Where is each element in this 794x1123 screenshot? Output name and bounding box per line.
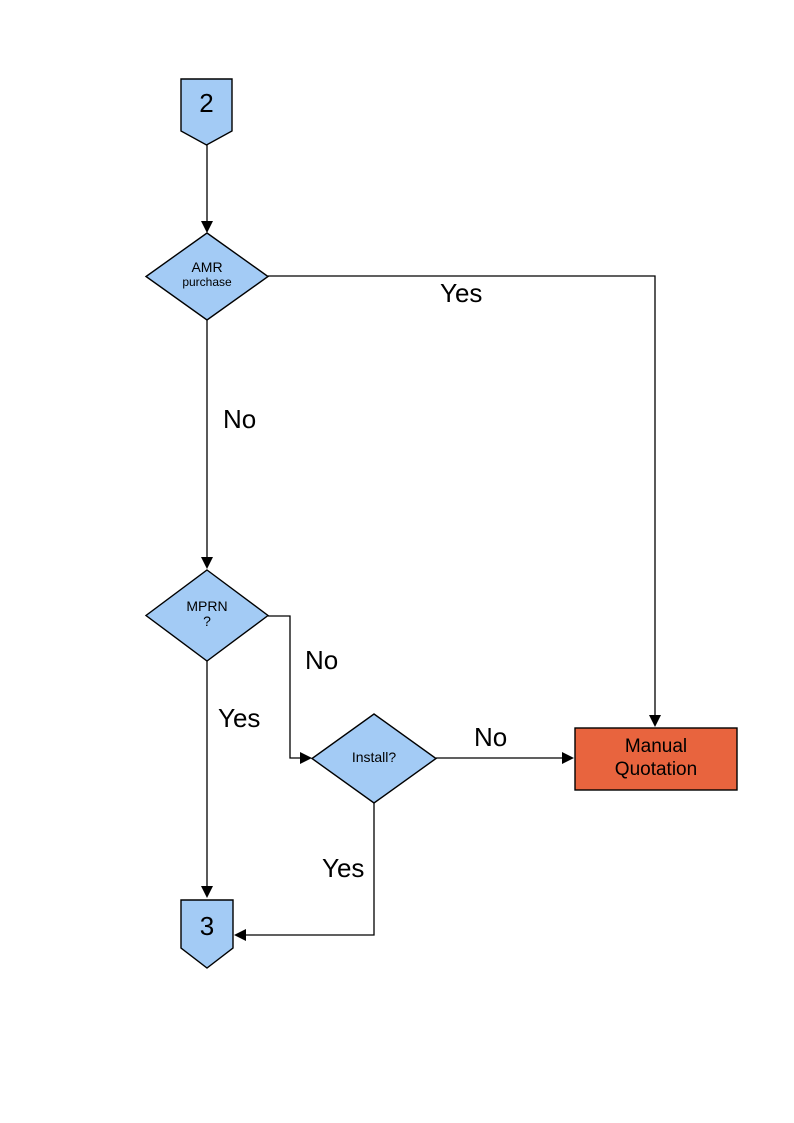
install-decision-label: Install? bbox=[351, 749, 397, 765]
edge-label-install-yes: Yes bbox=[322, 853, 365, 883]
edge-label-amr-yes: Yes bbox=[440, 278, 483, 308]
amr-purchase-decision-shape bbox=[144, 232, 270, 321]
edge-label-mprn-no: No bbox=[305, 645, 339, 675]
off-page-connector-2-shape bbox=[180, 78, 233, 146]
connector-2-label: 2 bbox=[199, 88, 214, 118]
arrowhead-install-left bbox=[300, 752, 312, 764]
edge-label-mprn-yes: Yes bbox=[218, 703, 261, 733]
manual-quotation-box bbox=[574, 727, 738, 791]
amr-decision-label: AMR purchase bbox=[146, 260, 268, 288]
connector-3-label: 3 bbox=[199, 911, 215, 941]
arrowhead-amr-top bbox=[201, 221, 213, 233]
manual-quotation-label-wrap: Manual Quotation bbox=[575, 728, 737, 790]
off-page-connector-3-shape bbox=[180, 899, 234, 969]
arrowhead-3-top bbox=[201, 886, 213, 898]
install-decision-shape bbox=[310, 713, 438, 804]
edge-label-amr-no: No bbox=[223, 404, 257, 434]
mprn-decision-label: MPRN ? bbox=[146, 599, 268, 628]
mprn-decision-shape bbox=[144, 569, 270, 662]
arrowhead-manual-left bbox=[562, 752, 574, 764]
arrowhead-3-right bbox=[234, 929, 246, 941]
amr-decision-label-line1: AMR bbox=[191, 259, 223, 275]
arrowhead-mprn-top bbox=[201, 557, 213, 569]
mprn-decision-label-line1: MPRN bbox=[186, 598, 228, 614]
edge-mprn-no bbox=[268, 615, 302, 759]
mprn-decision-label-line2: ? bbox=[203, 612, 211, 629]
edge-amr-yes bbox=[268, 275, 656, 717]
arrowhead-manual-top bbox=[649, 715, 661, 727]
amr-decision-label-line2: purchase bbox=[182, 274, 232, 289]
manual-quotation-label: Manual Quotation bbox=[614, 736, 698, 780]
edge-install-yes bbox=[245, 803, 375, 936]
edge-label-install-no: No bbox=[474, 722, 508, 752]
